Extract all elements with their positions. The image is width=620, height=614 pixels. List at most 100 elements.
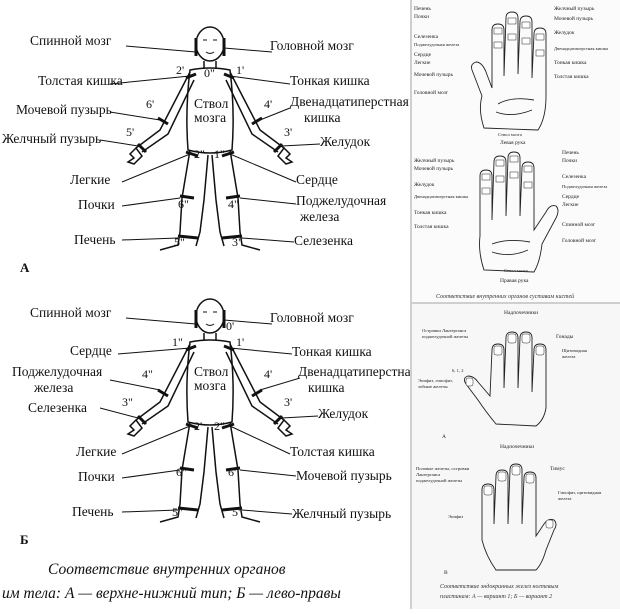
right-hand-label: Мочевой пузырь <box>414 165 454 172</box>
left-hand-label-right: Двенадцатиперстная кишка <box>554 46 608 51</box>
figure-b-line-heart <box>117 347 191 355</box>
figure-b-line-spinal <box>125 317 197 325</box>
figure-a-joint-right-ankle <box>221 234 243 240</box>
glands-nails-panel: Надпочечники Островки Лангерганса поджел… <box>412 304 620 609</box>
right-hand-joint <box>509 171 519 179</box>
figure-b-mark: 4" <box>142 367 153 381</box>
figure-b-right-arm <box>225 343 285 425</box>
figure-b-mark: 1' <box>236 335 244 349</box>
figure-a-joint-left-knee <box>179 194 195 200</box>
figure-b-joint-right-ankle <box>221 506 243 512</box>
figure-b-mark: 4' <box>264 367 272 381</box>
figure-a-joint-right-knee <box>225 194 241 200</box>
left-hand-diagram: Печень Почки Селезенка Поджелудочная жел… <box>414 5 608 146</box>
figure-b-mark: 6' <box>228 465 236 479</box>
figure-b-right-leg <box>211 421 261 523</box>
glands-nails-svg: Надпочечники Островки Лангерганса поджел… <box>416 310 602 600</box>
left-hand-joint <box>521 37 531 45</box>
glands-a-thyroid-1: Щитовидная <box>562 348 588 353</box>
figure-b-line-pancreas <box>109 379 161 391</box>
left-hand-label-right: Желудок <box>554 30 575 36</box>
figure-a-mark: 6" <box>178 197 189 211</box>
figure-a-line-lungs <box>121 153 191 183</box>
figure-b-label-pancreas-1: Поджелудочная <box>12 364 102 379</box>
figure-b-label-bladder: Мочевой пузырь <box>296 468 392 483</box>
figure-a-label-kidneys: Почки <box>78 197 115 212</box>
figure-a-line-liver <box>121 237 179 241</box>
glands-b-letter: В <box>444 570 448 576</box>
figure-b-label-small-intestine: Тонкая кишка <box>292 344 372 359</box>
right-hand-joint <box>481 187 491 195</box>
figure-b: Спинной мозг Головной мозг Сердце Тонкая… <box>12 298 417 547</box>
left-hand-joint <box>507 17 517 25</box>
body-figures-panel: Спинной мозг Головной мозг Толстая кишка… <box>2 26 417 602</box>
body-figures-svg: Спинной мозг Головной мозг Толстая кишка… <box>2 26 417 602</box>
figure-a-line-heart <box>229 153 297 183</box>
right-hand-joint <box>481 173 491 181</box>
glands-hand-a-nail <box>507 333 517 344</box>
glands-hand-a-outline <box>463 331 547 427</box>
glands-a-left-1: Островки Лангерганса <box>422 328 466 333</box>
figure-b-joint-left-wrist <box>136 414 148 426</box>
figure-b-joint-left-ankle <box>177 506 199 512</box>
left-hand-label-right: Мочевой пузырь <box>554 15 594 22</box>
figure-b-label-brain: Головной мозг <box>270 310 354 325</box>
glands-a-numbers: 6, 1, 2 <box>452 368 464 374</box>
right-hand-diagram: Желчный пузырь Мочевой пузырь Желудок Дв… <box>414 150 607 284</box>
left-hand-label: Почки <box>414 14 429 20</box>
figure-a-line-gallbladder <box>99 139 139 147</box>
figure-b-line-liver <box>121 509 179 513</box>
figure-a-joint-right-elbow <box>251 116 263 126</box>
figure-b-label-liver: Печень <box>72 504 114 519</box>
figure-b-line-stomach <box>281 415 319 419</box>
figure-a-joint-left-shoulder <box>185 72 197 80</box>
right-hand-label: Толстая кишка <box>414 224 449 230</box>
figure-b-mark: 5' <box>232 505 240 519</box>
figure-a-line-brain <box>223 47 273 53</box>
glands-hand-b-nail <box>545 519 554 529</box>
figure-b-mark: 5" <box>172 505 183 519</box>
left-hand-joint <box>493 41 503 49</box>
glands-hand-b-nail <box>525 473 535 484</box>
figure-a-line-small-int <box>229 75 291 85</box>
figure-b-face <box>203 311 217 326</box>
right-hand-palm-lines <box>491 239 531 255</box>
figure-b-torso <box>186 339 234 426</box>
figure-b-mark: 3' <box>284 395 292 409</box>
left-hand-joint <box>507 33 517 41</box>
figure-b-label-spleen: Селезенка <box>28 400 87 415</box>
figure-a-joint-right-shoulder <box>223 72 235 80</box>
figure-a: Спинной мозг Головной мозг Толстая кишка… <box>2 26 409 275</box>
left-hand-label: Селезенка <box>414 34 439 40</box>
figure-b-head <box>195 298 225 334</box>
figure-b-line-gallbladder <box>241 509 293 515</box>
glands-a-thyroid-2: железа <box>561 354 575 359</box>
figure-b-line-spleen <box>99 407 139 419</box>
figure-b-label-large-intestine: Толстая кишка <box>290 444 375 459</box>
figure-a-line-large-int <box>109 75 191 85</box>
figure-b-line-brain <box>223 319 273 325</box>
figure-a-line-duodenum <box>259 107 291 121</box>
glands-hand-b-nail <box>511 465 521 476</box>
horizontal-divider <box>412 302 620 304</box>
left-hand-joint <box>535 49 545 57</box>
glands-hand-a-nail <box>465 377 474 387</box>
figure-b-mark: 1" <box>172 335 183 349</box>
hands-organs-panel: Печень Почки Селезенка Поджелудочная жел… <box>412 0 620 302</box>
figure-a-joint-left-elbow <box>157 116 169 126</box>
figure-a-label-bladder: Мочевой пузырь <box>16 102 112 117</box>
glands-hand-b-nail <box>497 471 507 482</box>
figure-a-mark: 5' <box>126 125 134 139</box>
figure-b-line-lungs <box>121 425 191 455</box>
figure-a-mark: 1' <box>236 63 244 77</box>
figure-b-line-duodenum <box>259 377 301 391</box>
figure-a-head <box>195 26 225 62</box>
figure-b-joint-left-shoulder <box>185 344 197 352</box>
left-hand-trunk: Ствол мозга <box>498 132 522 137</box>
hands-organs-caption: Соответствие внутренних органов суставам… <box>436 293 574 300</box>
glands-b-epiphysis: Эпифиз <box>448 514 463 519</box>
figure-a-mark: 0" <box>204 66 215 80</box>
right-hand-label-right: Спинной мозг <box>562 221 596 228</box>
figure-a-mark: 6' <box>146 97 154 111</box>
